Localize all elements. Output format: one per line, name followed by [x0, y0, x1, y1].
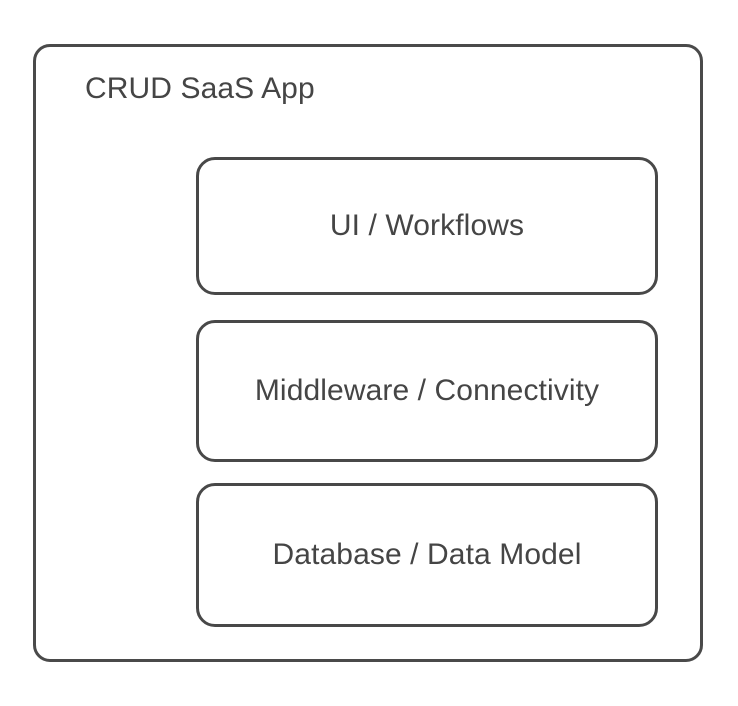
crud-saas-app-container: CRUD SaaS App UI / Workflows Middleware … [33, 44, 703, 662]
layer-label-database-data-model: Database / Data Model [272, 538, 582, 571]
container-title: CRUD SaaS App [85, 72, 315, 105]
layer-box-database-data-model[interactable]: Database / Data Model [196, 483, 658, 627]
layer-label-ui-workflows: UI / Workflows [329, 209, 525, 242]
layer-box-middleware-connectivity[interactable]: Middleware / Connectivity [196, 320, 658, 462]
layer-box-ui-workflows[interactable]: UI / Workflows [196, 157, 658, 295]
layer-stack: UI / Workflows Middleware / Connectivity… [196, 157, 658, 627]
layer-label-middleware-connectivity: Middleware / Connectivity [254, 374, 600, 407]
